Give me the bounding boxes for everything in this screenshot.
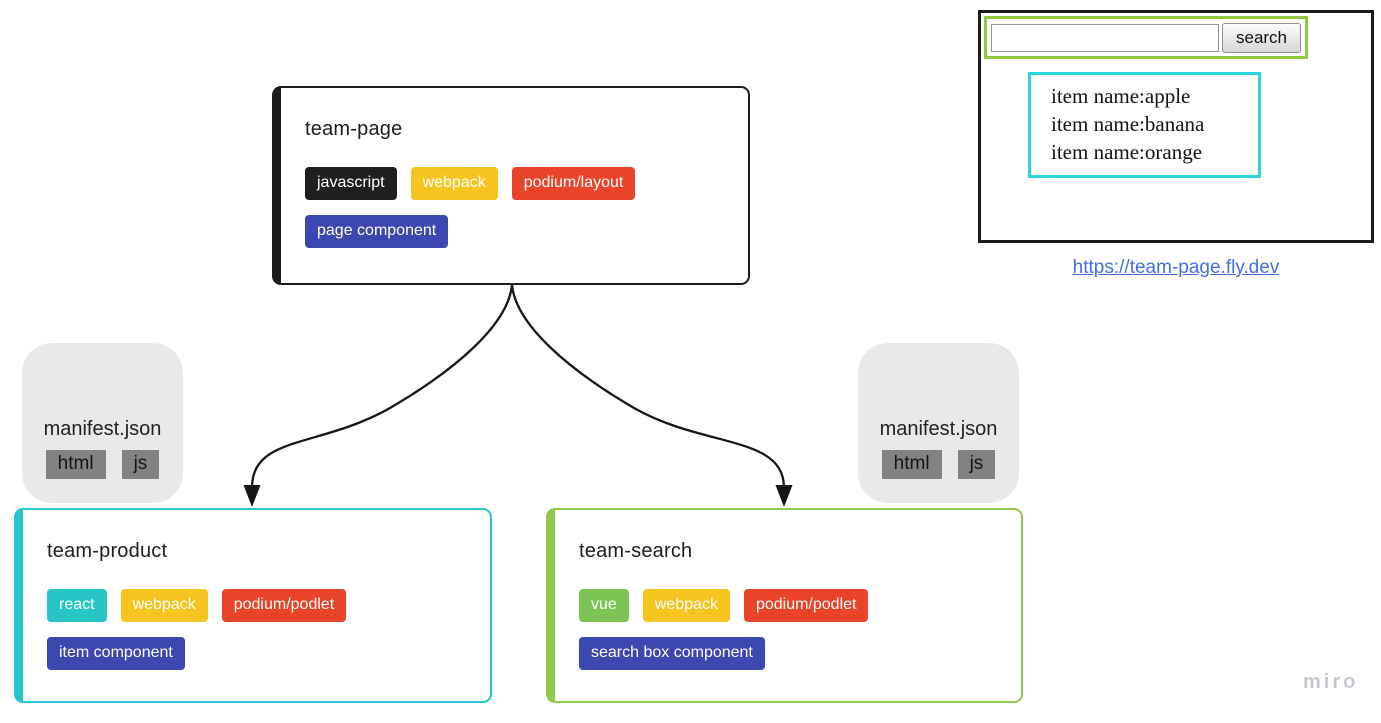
card-team-search[interactable]: team-search vue webpack podium/podlet se… bbox=[546, 508, 1023, 703]
tag-webpack[interactable]: webpack bbox=[410, 167, 498, 200]
tag-javascript[interactable]: javascript bbox=[305, 167, 397, 200]
card-team-page[interactable]: team-page javascript webpack podium/layo… bbox=[272, 86, 750, 285]
browser-mockup: search item name:apple item name:banana … bbox=[978, 10, 1374, 243]
arrow-to-team-search bbox=[510, 283, 786, 490]
miro-watermark: miro bbox=[1303, 671, 1359, 693]
card-title-team-product: team-product bbox=[47, 540, 168, 562]
tag-webpack[interactable]: webpack bbox=[642, 589, 730, 622]
manifest-tags: html js bbox=[881, 450, 996, 479]
tag-webpack[interactable]: webpack bbox=[120, 589, 208, 622]
manifest-tags: html js bbox=[45, 450, 160, 479]
tag-row: item component bbox=[47, 637, 490, 670]
search-button[interactable]: search bbox=[1222, 22, 1301, 53]
result-item: item name:banana bbox=[1051, 112, 1205, 136]
arrowhead-team-search bbox=[775, 485, 793, 507]
manifest-title: manifest.json bbox=[43, 418, 162, 440]
search-input[interactable] bbox=[991, 23, 1219, 52]
manifest-title: manifest.json bbox=[879, 418, 998, 440]
tag-vue[interactable]: vue bbox=[579, 589, 629, 622]
tag-js: js bbox=[121, 450, 160, 479]
tag-search-box-component[interactable]: search box component bbox=[579, 637, 765, 670]
tag-row: react webpack podium/podlet bbox=[47, 589, 490, 622]
tag-page-component[interactable]: page component bbox=[305, 215, 449, 248]
tag-html: html bbox=[881, 450, 942, 479]
tag-js: js bbox=[957, 450, 996, 479]
manifest-badge-left[interactable]: manifest.json html js bbox=[22, 343, 183, 503]
tag-item-component[interactable]: item component bbox=[47, 637, 185, 670]
team-page-link[interactable]: https://team-page.fly.dev bbox=[1072, 257, 1280, 278]
manifest-badge-right[interactable]: manifest.json html js bbox=[858, 343, 1019, 503]
tag-row: page component bbox=[305, 215, 748, 248]
tag-row: vue webpack podium/podlet bbox=[579, 589, 1021, 622]
result-item: item name:apple bbox=[1051, 84, 1191, 108]
tag-row: search box component bbox=[579, 637, 1021, 670]
tag-html: html bbox=[45, 450, 106, 479]
search-form: search bbox=[984, 16, 1308, 59]
browser-link-wrap: https://team-page.fly.dev bbox=[978, 257, 1374, 279]
tag-podium-layout[interactable]: podium/layout bbox=[511, 167, 636, 200]
arrow-to-team-product bbox=[250, 283, 514, 490]
card-title-team-search: team-search bbox=[579, 540, 693, 562]
result-item: item name:orange bbox=[1051, 140, 1203, 164]
arrowhead-team-product bbox=[243, 485, 261, 507]
tag-row: javascript webpack podium/layout bbox=[305, 167, 748, 200]
card-title-team-page: team-page bbox=[305, 118, 403, 140]
tag-podium-podlet[interactable]: podium/podlet bbox=[221, 589, 347, 622]
tag-react[interactable]: react bbox=[47, 589, 107, 622]
search-results-box: item name:apple item name:banana item na… bbox=[1028, 72, 1261, 178]
card-team-product[interactable]: team-product react webpack podium/podlet… bbox=[14, 508, 492, 703]
tag-podium-podlet[interactable]: podium/podlet bbox=[743, 589, 869, 622]
